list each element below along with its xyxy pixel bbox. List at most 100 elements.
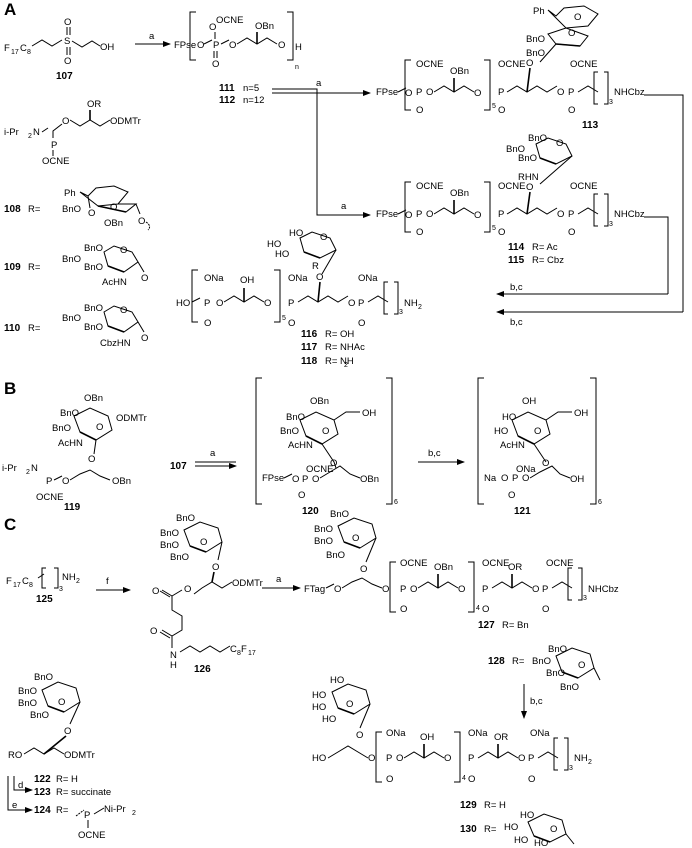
svg-text:NHCbz: NHCbz <box>614 209 645 220</box>
svg-text:BnO: BnO <box>62 204 81 215</box>
compound-121: Na O P ONa O O OH OH HO HO O OH AcHN O 6… <box>477 377 602 517</box>
svg-text:P: P <box>386 753 392 764</box>
svg-text:OBn: OBn <box>112 476 131 487</box>
svg-text:BnO: BnO <box>286 412 305 423</box>
svg-text:O: O <box>522 473 529 484</box>
cond-a-1: a <box>149 31 155 42</box>
svg-text:3: 3 <box>583 595 587 602</box>
svg-text:OH: OH <box>570 474 584 485</box>
svg-text:O: O <box>184 584 191 595</box>
svg-text:ONa: ONa <box>358 273 378 284</box>
cond-a-2: a <box>316 78 322 89</box>
svg-text:OH: OH <box>240 275 254 286</box>
svg-text:O: O <box>568 105 575 116</box>
svg-text:O: O <box>288 318 295 329</box>
svg-text:O: O <box>120 245 127 256</box>
svg-text:2: 2 <box>588 759 592 766</box>
svg-text:OCNE: OCNE <box>570 181 597 192</box>
svg-text:OBn: OBn <box>360 474 379 485</box>
svg-text:ODMTr: ODMTr <box>110 116 141 127</box>
svg-text:BnO: BnO <box>52 423 71 434</box>
svg-text:P: P <box>498 87 504 98</box>
svg-text:NH: NH <box>404 298 418 309</box>
svg-text:O: O <box>474 88 481 99</box>
svg-text:OCNE: OCNE <box>498 181 525 192</box>
compound-127: BnO BnO BnO O BnO O FTag O O P OCNE O O … <box>304 509 619 631</box>
svg-text:O: O <box>348 298 355 309</box>
label-117: 117 <box>301 342 318 353</box>
svg-text:HO: HO <box>534 838 548 848</box>
svg-text:O: O <box>405 210 412 221</box>
svg-text:17: 17 <box>11 49 19 56</box>
svg-text:HO: HO <box>502 412 516 423</box>
svg-text:HO: HO <box>330 675 344 686</box>
svg-text:BnO: BnO <box>84 243 103 254</box>
svg-text:OCNE: OCNE <box>482 558 509 569</box>
svg-text:P: P <box>358 298 364 309</box>
svg-text:O: O <box>330 458 337 469</box>
svg-text:O: O <box>557 209 564 220</box>
svg-text:P: P <box>498 209 504 220</box>
svg-text:O: O <box>498 227 505 238</box>
svg-text:O: O <box>334 584 341 595</box>
panel-label-a: A <box>4 0 16 19</box>
panel-label-b: B <box>4 379 16 398</box>
label-129: 129 <box>460 800 477 811</box>
svg-text:O: O <box>209 22 216 33</box>
label-113: 113 <box>582 120 599 131</box>
svg-text:R= succinate: R= succinate <box>56 787 111 798</box>
svg-text:OCNE: OCNE <box>36 492 63 503</box>
svg-text:6: 6 <box>394 499 398 506</box>
svg-text:P: P <box>204 298 210 309</box>
svg-text:P: P <box>482 584 488 595</box>
svg-text:O: O <box>528 774 535 785</box>
svg-text:O: O <box>468 774 475 785</box>
svg-text:P: P <box>542 584 548 595</box>
svg-text:AcHN: AcHN <box>288 440 313 451</box>
svg-text:n: n <box>295 64 299 71</box>
svg-text:OH: OH <box>522 396 536 407</box>
svg-text:BnO: BnO <box>330 509 349 520</box>
svg-text:O: O <box>426 87 433 98</box>
cond-bc-c: b,c <box>530 696 543 707</box>
svg-text:BnO: BnO <box>34 672 53 683</box>
svg-text:BnO: BnO <box>62 254 81 265</box>
svg-text:P: P <box>288 298 294 309</box>
label-108: 108 <box>4 204 21 215</box>
svg-text:O: O <box>64 17 71 28</box>
svg-text:BnO: BnO <box>314 536 333 547</box>
svg-text:R= Bn: R= Bn <box>502 620 529 631</box>
svg-text:17: 17 <box>248 650 256 657</box>
svg-text:OCNE: OCNE <box>400 558 427 569</box>
svg-text:OBn: OBn <box>450 66 469 77</box>
svg-text:O: O <box>322 426 329 437</box>
svg-text:OBn: OBn <box>84 393 103 404</box>
label-125: 125 <box>36 594 53 605</box>
svg-text:OBn: OBn <box>310 396 329 407</box>
svg-text:H: H <box>295 42 302 53</box>
svg-text:R= NH: R= NH <box>325 356 354 367</box>
label-124: 124 <box>34 805 51 816</box>
svg-text:BnO: BnO <box>30 710 49 721</box>
svg-text:HO: HO <box>514 835 528 846</box>
svg-text:H: H <box>170 660 177 671</box>
svg-text:Ph: Ph <box>64 188 76 199</box>
svg-text:O: O <box>120 305 127 316</box>
svg-text:OH: OH <box>362 408 376 419</box>
svg-text:O: O <box>312 474 319 485</box>
svg-text:O: O <box>416 227 423 238</box>
svg-text:OCNE: OCNE <box>498 59 525 70</box>
svg-text:FPse: FPse <box>376 209 398 220</box>
svg-text:O: O <box>386 774 393 785</box>
cond-bc-b: b,c <box>428 448 441 459</box>
svg-text:BnO: BnO <box>314 524 333 535</box>
svg-text:O: O <box>356 730 363 741</box>
svg-text:HO: HO <box>267 239 281 250</box>
svg-text:ODMTr: ODMTr <box>116 413 147 424</box>
svg-text:OH: OH <box>420 732 434 743</box>
svg-text:R= Cbz: R= Cbz <box>532 255 564 266</box>
svg-text:O: O <box>64 56 71 67</box>
svg-text:ONa: ONa <box>386 728 406 739</box>
svg-text:AcHN: AcHN <box>500 440 525 451</box>
svg-text:Na: Na <box>484 473 497 484</box>
